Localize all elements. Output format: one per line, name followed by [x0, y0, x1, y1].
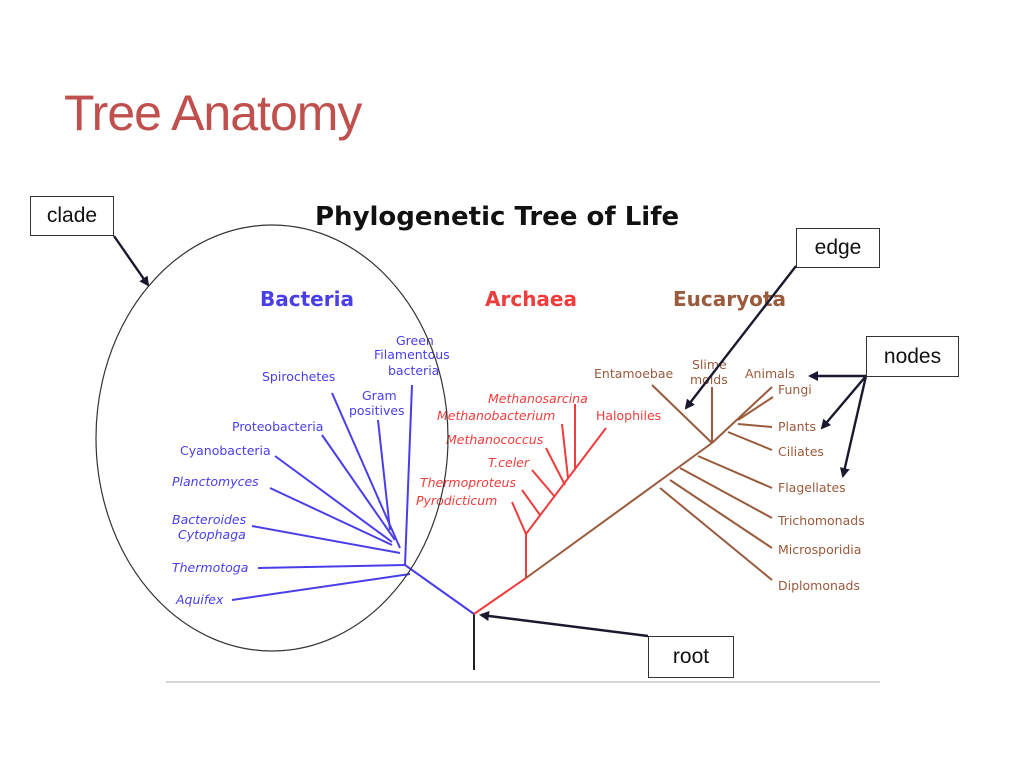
edge-tceler [531, 469, 556, 498]
label-methanococcus: Methanococcus [446, 432, 544, 447]
label-proteobacteria: Proteobacteria [232, 419, 323, 434]
label-positives: positives [349, 403, 405, 418]
edge-ciliates [727, 431, 773, 451]
edge-thermotoga [257, 564, 406, 569]
arrow-icon [113, 235, 150, 287]
label-spirochetes: Spirochetes [262, 369, 335, 384]
label-planctomyces: Planctomyces [172, 474, 259, 489]
edge-microsporidia [669, 479, 773, 549]
label-slime: Slime [692, 357, 727, 372]
edge-fungi [737, 396, 774, 421]
domain-eucaryota: Eucaryota [673, 287, 786, 311]
label-filamentous: Filamentous [374, 347, 450, 362]
callout-nodes: nodes [866, 336, 959, 377]
edge-halophiles [525, 427, 607, 535]
label-thermotoga: Thermotoga [172, 560, 248, 575]
arrow-icon [684, 265, 797, 410]
edge-cyanobacteria [274, 455, 393, 543]
edge-animals [711, 386, 773, 444]
domain-bacteria: Bacteria [260, 287, 354, 311]
label-tceler: T.celer [488, 455, 530, 470]
edge-bacteroides [251, 525, 401, 554]
edge-diplomonads [659, 487, 773, 581]
label-bacteria-green: bacteria [388, 363, 439, 378]
bacteria-branches [231, 384, 475, 615]
label-plants: Plants [778, 419, 816, 434]
edge-flagellates [697, 455, 773, 489]
edge-methanococcus [545, 447, 566, 486]
label-cyanobacteria: Cyanobacteria [180, 443, 271, 458]
label-pyrodicticum: Pyrodicticum [416, 493, 497, 508]
callout-clade: clade [30, 196, 114, 236]
clade-ellipse [95, 224, 449, 652]
label-ciliates: Ciliates [778, 444, 824, 459]
arrow-icon [820, 375, 867, 430]
bacteria-labels: Green Filamentous bacteria Spirochetes G… [172, 333, 450, 607]
callout-arrows [113, 235, 868, 638]
edge-archaea-stem [473, 577, 527, 615]
edge-green-filamentous [404, 384, 413, 566]
eucaryota-labels: Entamoebae Slime molds Animals Fungi Pla… [594, 357, 865, 593]
label-flagellates: Flagellates [778, 480, 846, 495]
label-halophiles: Halophiles [596, 408, 661, 423]
label-aquifex: Aquifex [175, 592, 224, 607]
label-gram: Gram [362, 388, 397, 403]
archaea-labels: Methanosarcina Methanobacterium Halophil… [416, 391, 661, 508]
label-diplomonads: Diplomonads [778, 578, 860, 593]
eucaryota-branches [525, 384, 774, 581]
label-trichomonads: Trichomonads [777, 513, 865, 528]
arrow-icon [479, 611, 649, 638]
edge-aquifex [231, 573, 411, 601]
edge-gram-positives [377, 419, 391, 531]
label-entamoebae: Entamoebae [594, 366, 673, 381]
edge-plants [737, 423, 773, 428]
edge-planctomyces [269, 487, 393, 546]
label-animals: Animals [745, 366, 795, 381]
edge-trichomonads [679, 467, 773, 519]
edge-pyrodicticum [511, 501, 527, 535]
arrow-icon [839, 375, 868, 478]
edge-entamoebae [651, 384, 713, 444]
label-green: Green [396, 333, 434, 348]
edge-thermoproteus [521, 489, 541, 516]
edge-bacteria-stem [404, 564, 475, 615]
archaea-branches [473, 404, 607, 615]
label-methanobacterium: Methanobacterium [437, 408, 555, 423]
label-fungi: Fungi [778, 382, 812, 397]
callout-root: root [648, 636, 734, 678]
slide-title: Tree Anatomy [64, 85, 362, 141]
label-thermoproteus: Thermoproteus [420, 475, 516, 490]
label-bacteroides: Bacteroides [172, 512, 247, 527]
domain-archaea: Archaea [485, 287, 577, 311]
label-methanosarcina: Methanosarcina [488, 391, 588, 406]
label-cytophaga: Cytophaga [178, 527, 246, 542]
callout-edge: edge [796, 228, 880, 268]
figure-title: Phylogenetic Tree of Life [315, 202, 679, 232]
edge-methanobacterium [561, 423, 569, 479]
label-microsporidia: Microsporidia [778, 542, 861, 557]
edge-eucaryota-stem [525, 442, 713, 579]
edge-proteobacteria [321, 434, 396, 541]
